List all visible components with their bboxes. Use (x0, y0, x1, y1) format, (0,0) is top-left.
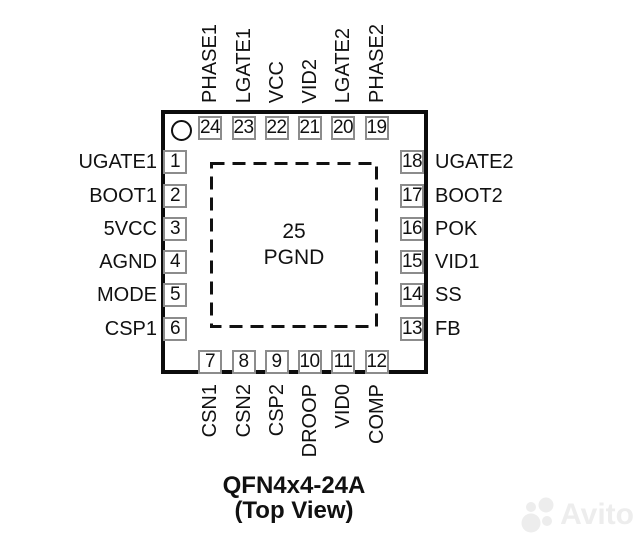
pin-number: 7 (204, 351, 216, 372)
pin-label-BOOT1: BOOT1 (89, 184, 157, 207)
pin1-indicator-icon (171, 120, 192, 141)
pin-number: 17 (401, 184, 423, 206)
center-pad-name: PGND (263, 246, 325, 269)
pin-box-12: 12 (364, 350, 389, 374)
pin-box-22: 22 (264, 116, 289, 140)
pin-box-5: 5 (163, 283, 187, 307)
pin-box-15: 15 (400, 249, 424, 274)
pin-box-14: 14 (400, 283, 424, 307)
pin-number: 4 (169, 250, 181, 272)
center-pad: 25 PGND (210, 162, 378, 328)
pin-label-VID2: VID2 (298, 58, 321, 103)
pin-box-7: 7 (198, 350, 222, 374)
pin-label-FB: FB (435, 317, 461, 340)
pin-box-18: 18 (400, 149, 424, 174)
pin-box-13: 13 (400, 316, 424, 341)
pin-box-23: 23 (231, 116, 256, 140)
pin-box-2: 2 (163, 183, 187, 208)
pin-number: 13 (401, 317, 423, 339)
thermal-pad-outline (210, 162, 378, 328)
caption-view: (Top View) (234, 497, 354, 524)
package-outline (161, 110, 428, 374)
pin-label-VID0: VID0 (332, 384, 354, 429)
pin-number: 20 (332, 117, 354, 138)
pin-box-4: 4 (163, 249, 187, 274)
pin-label-COMP: COMP (365, 384, 388, 444)
pin-box-6: 6 (163, 316, 187, 341)
pin-box-1: 1 (163, 149, 187, 174)
pin-label-VID1: VID1 (435, 250, 480, 273)
pin-number: 3 (169, 217, 181, 239)
pin-box-24: 24 (198, 116, 222, 140)
caption: QFN4x4-24A (Top View) (144, 473, 444, 523)
watermark-text: Avito (560, 498, 634, 531)
pin-box-10: 10 (297, 350, 322, 374)
pin-number: 21 (299, 117, 320, 138)
pin-label-UGATE2: UGATE2 (435, 150, 514, 173)
pin-label-5VCC: 5VCC (103, 217, 157, 240)
pin-box-20: 20 (331, 116, 355, 140)
pin-box-17: 17 (400, 183, 424, 208)
pin-number: 9 (271, 351, 282, 372)
pin-label-DROOP: DROOP (298, 384, 321, 458)
pin-box-21: 21 (297, 116, 322, 140)
pin-number: 2 (169, 184, 181, 206)
pin-label-POK: POK (435, 217, 478, 240)
pin-label-PHASE1: PHASE1 (199, 24, 221, 103)
pin-label-MODE: MODE (97, 284, 157, 306)
watermark: Avito (521, 496, 634, 534)
pin-box-9: 9 (264, 350, 289, 374)
pin-box-11: 11 (331, 350, 355, 374)
pin-number: 6 (169, 317, 181, 339)
pin-label-UGATE1: UGATE1 (78, 150, 157, 173)
pin-label-LGATE2: LGATE2 (332, 27, 354, 103)
pin-label-CSP1: CSP1 (104, 317, 157, 340)
pin-number: 15 (401, 250, 423, 272)
pin-label-LGATE1: LGATE1 (232, 27, 255, 103)
pin-label-AGND: AGND (99, 250, 157, 273)
pin-number: 11 (333, 351, 353, 372)
pin-label-CSN2: CSN2 (232, 384, 255, 438)
avito-logo-icon (521, 497, 554, 533)
pin-label-BOOT2: BOOT2 (435, 184, 503, 207)
pin-number: 23 (233, 117, 254, 138)
caption-package-name: QFN4x4-24A (222, 472, 366, 499)
pin-box-3: 3 (163, 216, 187, 241)
pin-number: 12 (366, 351, 387, 372)
pin-number: 1 (169, 150, 181, 172)
pin-label-CSP2: CSP2 (265, 384, 288, 437)
pin-number: 5 (169, 284, 181, 305)
pin-label-VCC: VCC (265, 60, 288, 103)
pin-number: 8 (238, 351, 249, 372)
pin-number: 19 (366, 117, 387, 138)
pin-number: 16 (401, 217, 423, 239)
center-pad-number: 25 (282, 220, 306, 243)
pin-box-19: 19 (364, 116, 389, 140)
pin-number: 24 (199, 117, 221, 138)
pin-label-SS: SS (435, 284, 462, 306)
pin-number: 22 (266, 117, 287, 138)
pin-number: 10 (299, 351, 320, 372)
pin-number: 18 (401, 150, 423, 172)
pin-label-CSN1: CSN1 (199, 384, 221, 438)
pin-box-16: 16 (400, 216, 424, 241)
pin-box-8: 8 (231, 350, 256, 374)
pin-label-PHASE2: PHASE2 (365, 24, 388, 103)
pin-number: 14 (401, 284, 423, 305)
